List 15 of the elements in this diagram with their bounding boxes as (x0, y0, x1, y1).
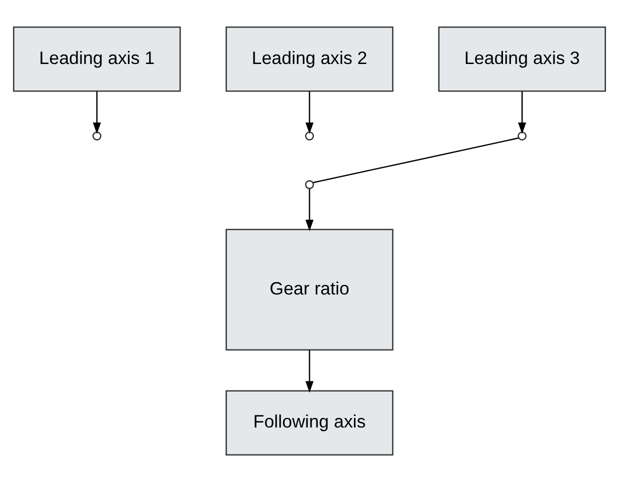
connector (312, 136, 519, 183)
node-circle (305, 180, 314, 189)
node-circle (92, 131, 102, 140)
arrow (92, 91, 101, 134)
arrow (518, 91, 526, 134)
node-circle (305, 131, 314, 140)
arrow (305, 350, 314, 392)
node-box: Leading axis 2 (226, 26, 394, 92)
node-box: Leading axis 3 (438, 26, 606, 92)
node-box: Gear ratio (226, 228, 394, 350)
arrow (305, 91, 314, 134)
node-box: Following axis (226, 390, 394, 456)
node-box: Leading axis 1 (13, 26, 181, 92)
arrow (305, 188, 314, 231)
node-circle (518, 131, 527, 140)
